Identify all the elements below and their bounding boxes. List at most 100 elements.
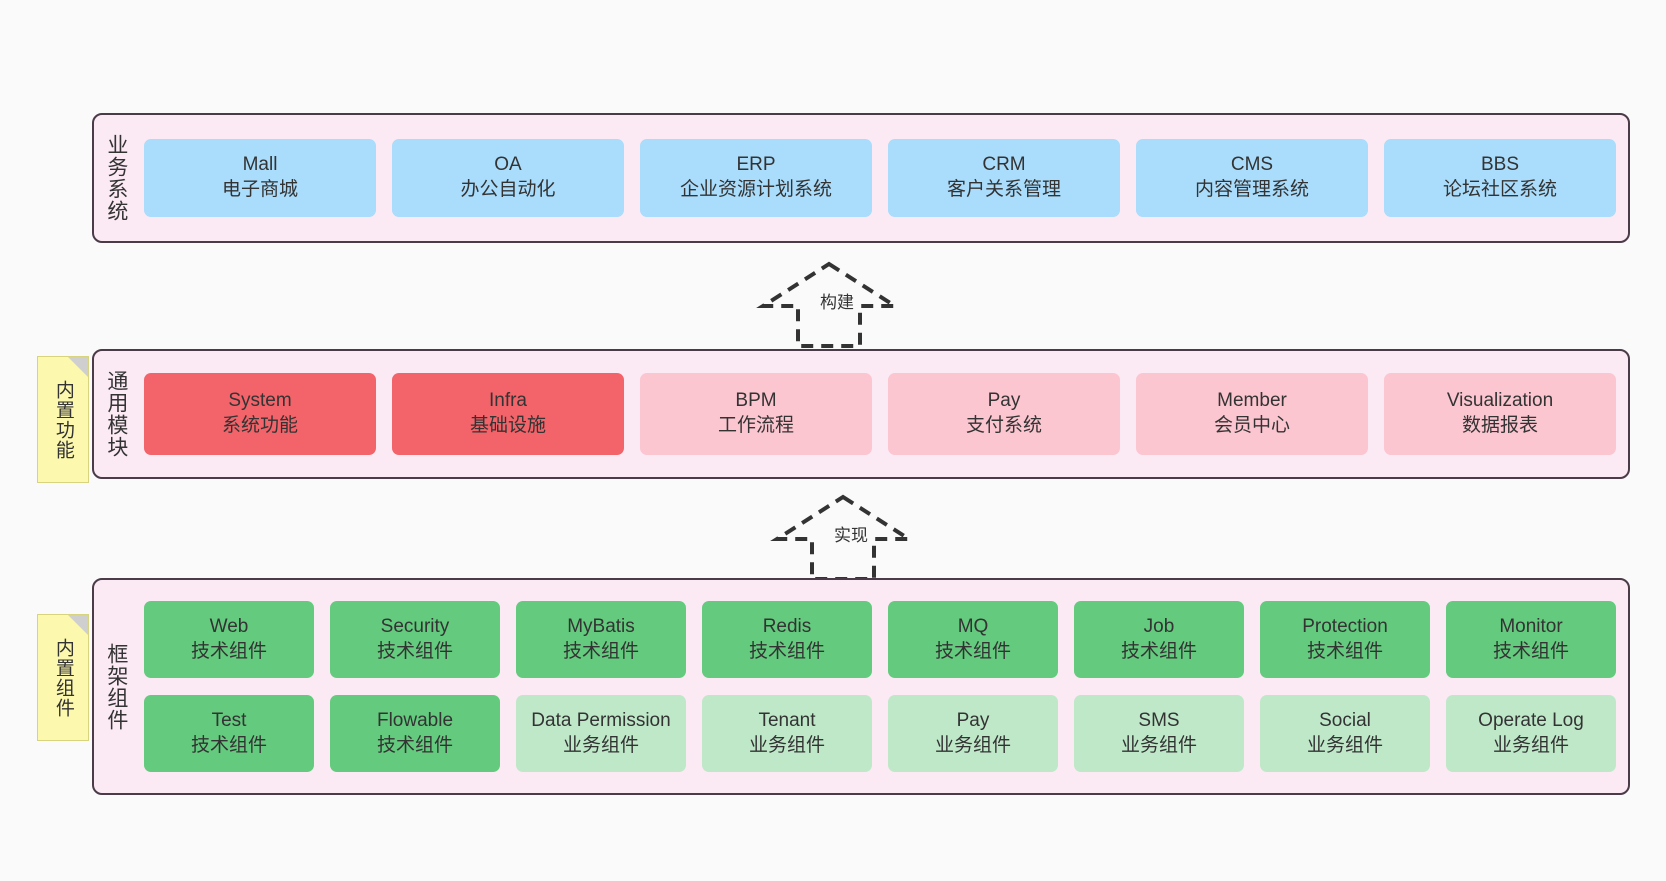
layer-body-framework-component: Web 技术组件 Security 技术组件 MyBatis 技术组件 Redi…	[138, 580, 1628, 793]
node-title: Protection	[1302, 615, 1388, 637]
node-pay-component[interactable]: Pay 业务组件	[888, 695, 1058, 772]
row-common-modules: System 系统功能 Infra 基础设施 BPM 工作流程 Pay 支付系统…	[144, 373, 1616, 455]
sticky-note-label: 内置功能	[52, 379, 74, 460]
node-subtitle: 技术组件	[1492, 640, 1569, 662]
node-tenant[interactable]: Tenant 业务组件	[702, 695, 872, 772]
node-title: Flowable	[376, 709, 454, 731]
node-title: Mall	[242, 154, 278, 176]
layer-label-framework-component: 框架组件	[104, 642, 128, 731]
node-title: Web	[209, 615, 249, 637]
node-title: BPM	[735, 390, 777, 412]
node-subtitle: 技术组件	[748, 640, 825, 662]
node-subtitle: 基础设施	[469, 415, 546, 436]
layer-body-business-system: Mall 电子商城 OA 办公自动化 ERP 企业资源计划系统 CRM 客户关系…	[138, 115, 1628, 241]
node-subtitle: 论坛社区系统	[1442, 179, 1557, 200]
node-flowable[interactable]: Flowable 技术组件	[330, 695, 500, 772]
node-job[interactable]: Job 技术组件	[1074, 601, 1244, 678]
node-title: Job	[1143, 615, 1175, 637]
node-redis[interactable]: Redis 技术组件	[702, 601, 872, 678]
node-sms[interactable]: SMS 业务组件	[1074, 695, 1244, 772]
node-title: OA	[494, 154, 522, 176]
layer-body-common-module: System 系统功能 Infra 基础设施 BPM 工作流程 Pay 支付系统…	[138, 351, 1628, 477]
node-erp[interactable]: ERP 企业资源计划系统	[640, 139, 872, 217]
node-title: BBS	[1480, 154, 1520, 176]
node-title: CRM	[982, 154, 1026, 176]
layer-label-common-module: 通用模块	[104, 370, 128, 458]
row-tech-components: Web 技术组件 Security 技术组件 MyBatis 技术组件 Redi…	[144, 601, 1616, 678]
node-subtitle: 技术组件	[376, 640, 453, 662]
page-fold-icon	[68, 615, 88, 635]
node-title: Member	[1217, 390, 1287, 412]
node-subtitle: 工作流程	[717, 415, 794, 436]
connector-build: 构建	[756, 258, 902, 348]
node-pay-module[interactable]: Pay 支付系统	[888, 373, 1120, 455]
node-title: Pay	[987, 390, 1021, 412]
node-title: SMS	[1138, 709, 1180, 731]
node-subtitle: 技术组件	[190, 734, 267, 756]
node-subtitle: 办公自动化	[460, 179, 556, 200]
node-title: ERP	[736, 154, 776, 176]
node-social[interactable]: Social 业务组件	[1260, 695, 1430, 772]
node-title: MQ	[957, 615, 989, 637]
node-mall[interactable]: Mall 电子商城	[144, 139, 376, 217]
node-subtitle: 数据报表	[1461, 415, 1538, 436]
node-subtitle: 内容管理系统	[1194, 179, 1309, 200]
connector-implement-label: 实现	[834, 526, 868, 545]
node-subtitle: 业务组件	[748, 734, 825, 756]
layer-label-business-system: 业务系统	[104, 134, 128, 222]
page-fold-icon	[68, 357, 88, 377]
node-operate-log[interactable]: Operate Log 业务组件	[1446, 695, 1616, 772]
node-oa[interactable]: OA 办公自动化	[392, 139, 624, 217]
node-subtitle: 电子商城	[221, 179, 298, 200]
node-crm[interactable]: CRM 客户关系管理	[888, 139, 1120, 217]
node-subtitle: 技术组件	[562, 640, 639, 662]
node-title: Monitor	[1499, 615, 1563, 637]
node-title: System	[228, 390, 292, 412]
node-subtitle: 业务组件	[1492, 734, 1569, 756]
node-subtitle: 系统功能	[221, 415, 298, 436]
node-subtitle: 业务组件	[1120, 734, 1197, 756]
node-mybatis[interactable]: MyBatis 技术组件	[516, 601, 686, 678]
node-mq[interactable]: MQ 技术组件	[888, 601, 1058, 678]
node-title: Redis	[762, 615, 812, 637]
node-bpm[interactable]: BPM 工作流程	[640, 373, 872, 455]
layer-framework-component: 框架组件 Web 技术组件 Security 技术组件 MyBatis 技术组件…	[92, 578, 1630, 795]
node-visualization[interactable]: Visualization 数据报表	[1384, 373, 1616, 455]
node-subtitle: 技术组件	[376, 734, 453, 756]
node-subtitle: 业务组件	[562, 734, 639, 756]
node-subtitle: 支付系统	[965, 415, 1042, 436]
connector-implement: 实现	[770, 491, 916, 581]
node-web[interactable]: Web 技术组件	[144, 601, 314, 678]
node-title: Security	[380, 615, 450, 637]
node-title: Infra	[488, 390, 528, 412]
node-title: Test	[211, 709, 247, 731]
node-subtitle: 会员中心	[1213, 415, 1290, 436]
node-monitor[interactable]: Monitor 技术组件	[1446, 601, 1616, 678]
node-subtitle: 企业资源计划系统	[679, 179, 832, 200]
node-protection[interactable]: Protection 技术组件	[1260, 601, 1430, 678]
row-business-systems: Mall 电子商城 OA 办公自动化 ERP 企业资源计划系统 CRM 客户关系…	[144, 139, 1616, 217]
node-infra[interactable]: Infra 基础设施	[392, 373, 624, 455]
row-business-components: Test 技术组件 Flowable 技术组件 Data Permission …	[144, 695, 1616, 772]
node-title: Data Permission	[531, 709, 671, 731]
node-data-permission[interactable]: Data Permission 业务组件	[516, 695, 686, 772]
layer-business-system: 业务系统 Mall 电子商城 OA 办公自动化 ERP 企业资源计划系统 CRM…	[92, 113, 1630, 243]
node-title: Tenant	[758, 709, 816, 731]
node-subtitle: 业务组件	[1306, 734, 1383, 756]
node-subtitle: 技术组件	[1120, 640, 1197, 662]
node-title: CMS	[1230, 154, 1274, 176]
node-subtitle: 技术组件	[1306, 640, 1383, 662]
node-subtitle: 技术组件	[934, 640, 1011, 662]
node-bbs[interactable]: BBS 论坛社区系统	[1384, 139, 1616, 217]
connector-build-label: 构建	[820, 293, 854, 312]
node-system[interactable]: System 系统功能	[144, 373, 376, 455]
node-title: Pay	[956, 709, 990, 731]
sticky-note-label: 内置组件	[52, 637, 74, 718]
node-subtitle: 客户关系管理	[946, 179, 1061, 200]
node-test[interactable]: Test 技术组件	[144, 695, 314, 772]
node-security[interactable]: Security 技术组件	[330, 601, 500, 678]
node-cms[interactable]: CMS 内容管理系统	[1136, 139, 1368, 217]
node-member[interactable]: Member 会员中心	[1136, 373, 1368, 455]
node-title: MyBatis	[567, 615, 635, 637]
